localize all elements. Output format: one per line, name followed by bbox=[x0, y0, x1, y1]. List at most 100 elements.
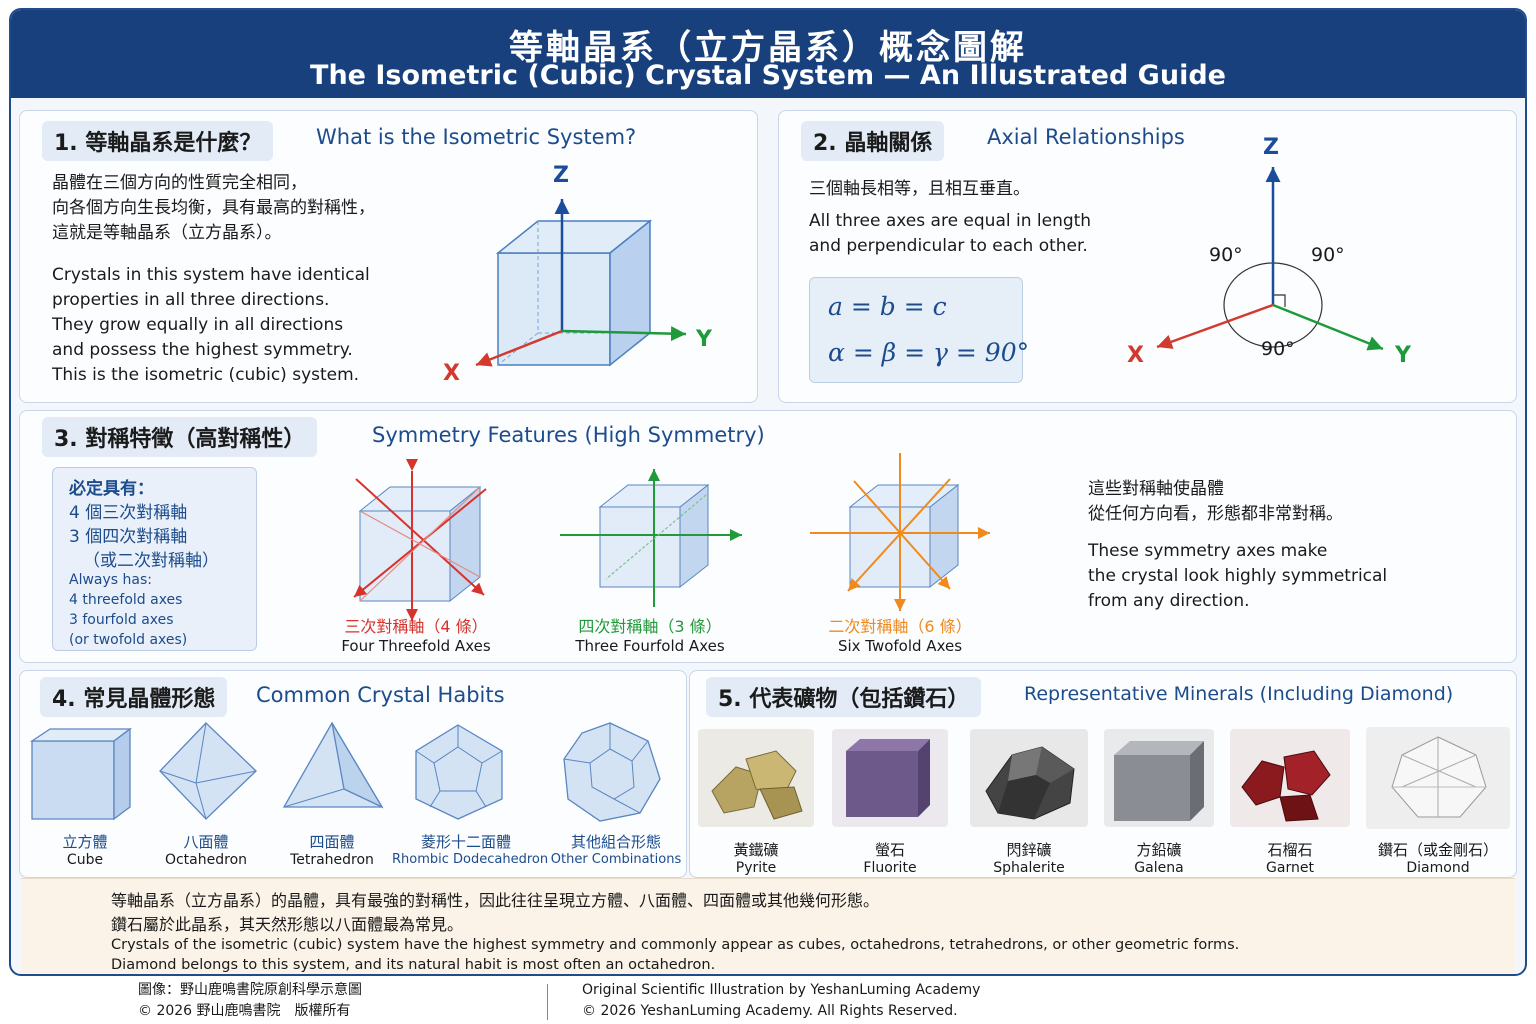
mineral-en: Pyrite bbox=[735, 860, 777, 876]
section-habits: 4. 常見晶體形態 Common Crystal Habits bbox=[19, 670, 687, 878]
section2-tag: 2. 晶軸關係 bbox=[801, 121, 945, 161]
section1-axis-y: Y bbox=[696, 327, 712, 352]
section1-tag-en: What is the Isometric System? bbox=[316, 125, 637, 149]
en-line: These symmetry axes make bbox=[1088, 541, 1328, 561]
en-line: from any direction. bbox=[1088, 591, 1250, 611]
threefold-cube-icon bbox=[353, 459, 487, 621]
always-zh-line: 4 個三次對稱軸 bbox=[69, 503, 188, 523]
mineral-garnet: 石榴石 Garnet bbox=[1230, 839, 1350, 876]
octahedron-habit-icon bbox=[159, 722, 257, 820]
angle-label-bottom: 90° bbox=[1261, 338, 1295, 360]
section2-zh-text: 三個軸長相等，且相互垂直。 bbox=[809, 179, 1030, 199]
dodecahedron-habit-icon bbox=[415, 724, 503, 820]
habit-zh: 其他組合形態 bbox=[570, 833, 661, 851]
formula-angles: α = β = γ = 90° bbox=[828, 338, 1030, 367]
habit-cube: 立方體 Cube bbox=[30, 831, 140, 868]
en-line: and possess the highest symmetry. bbox=[52, 340, 353, 360]
symmetry-note-en: These symmetry axes make the crystal loo… bbox=[1088, 539, 1387, 614]
header-banner: 等軸晶系（立方晶系）概念圖解 The Isometric (Cubic) Cry… bbox=[11, 10, 1525, 98]
section4-tag: 4. 常見晶體形態 bbox=[40, 677, 228, 717]
mineral-zh: 螢石 bbox=[874, 841, 905, 859]
footer-copyright-zh: © 2026 野山鹿鳴書院 版權所有 bbox=[138, 1003, 351, 1019]
mineral-pyrite: 黃鐵礦 Pyrite bbox=[698, 839, 814, 876]
mineral-zh: 閃鋅礦 bbox=[1006, 841, 1052, 859]
cube-axes-diagram bbox=[475, 199, 687, 367]
zh-line: 這就是等軸晶系（立方晶系）。 bbox=[52, 223, 282, 243]
mineral-fluorite: 螢石 Fluorite bbox=[832, 839, 948, 876]
zh-line: 晶體在三個方向的性質完全相同， bbox=[52, 173, 307, 193]
section2-axis-y: Y bbox=[1395, 343, 1411, 368]
habit-en: Other Combinations bbox=[550, 852, 682, 867]
combination-habit-icon bbox=[563, 722, 661, 822]
threefold-label-en: Four Threefold Axes bbox=[341, 637, 491, 655]
section3-tag: 3. 對稱特徵（高對稱性） bbox=[42, 417, 318, 457]
habit-octahedron: 八面體 Octahedron bbox=[150, 831, 262, 868]
twofold-cube-icon bbox=[810, 453, 990, 611]
footer-divider bbox=[547, 984, 548, 1020]
mineral-en: Galena bbox=[1134, 860, 1184, 876]
mineral-galena: 方鉛礦 Galena bbox=[1104, 839, 1214, 876]
footer-right: Original Scientific Illustration by Yesh… bbox=[582, 980, 980, 1022]
sphalerite-image bbox=[970, 729, 1088, 827]
section5-tag-en: Representative Minerals (Including Diamo… bbox=[1024, 683, 1454, 705]
tetrahedron-habit-icon bbox=[282, 721, 384, 809]
section2-tag-en: Axial Relationships bbox=[987, 125, 1185, 149]
garnet-image bbox=[1230, 729, 1350, 827]
mineral-photos bbox=[698, 727, 1510, 829]
en-line: and perpendicular to each other. bbox=[809, 236, 1088, 256]
habit-zh: 四面體 bbox=[309, 833, 355, 851]
always-title-zh: 必定具有： bbox=[69, 479, 154, 499]
section2-axis-x: X bbox=[1127, 343, 1144, 368]
diamond-image bbox=[1366, 727, 1510, 829]
zh-line: 向各個方向生長均衡，具有最高的對稱性， bbox=[52, 198, 375, 218]
poster-frame: 等軸晶系（立方晶系）概念圖解 The Isometric (Cubic) Cry… bbox=[9, 8, 1527, 976]
habit-tetrahedron: 四面體 Tetrahedron bbox=[276, 831, 388, 868]
section1-axis-x: X bbox=[443, 361, 460, 386]
axial-formula-box: a = b = c α = β = γ = 90° bbox=[809, 277, 1029, 383]
axial-diagram bbox=[1156, 167, 1384, 351]
always-en-line: 4 threefold axes bbox=[69, 592, 183, 608]
summary-zh-line: 等軸晶系（立方晶系）的晶體，具有最強的對稱性，因此往往呈現立方體、八面體、四面體… bbox=[111, 891, 880, 910]
habit-en: Cube bbox=[66, 852, 104, 868]
always-has-box: 必定具有： 4 個三次對稱軸 3 個四次對稱軸 （或二次對稱軸） Always … bbox=[52, 467, 257, 651]
mineral-en: Sphalerite bbox=[993, 860, 1065, 876]
footer-left: 圖像：野山鹿鳴書院原創科學示意圖 © 2026 野山鹿鳴書院 版權所有 bbox=[138, 980, 362, 1022]
footer-copyright-en: © 2026 YeshanLuming Academy. All Rights … bbox=[582, 1003, 958, 1019]
section2-axis-z: Z bbox=[1263, 135, 1279, 160]
fluorite-image bbox=[832, 729, 948, 827]
twofold-label-en: Six Twofold Axes bbox=[837, 637, 963, 655]
en-line: This is the isometric (cubic) system. bbox=[52, 365, 360, 385]
fourfold-cube-icon bbox=[560, 469, 742, 607]
twofold-label-zh: 二次對稱軸（6 條） bbox=[828, 617, 972, 636]
habit-zh: 八面體 bbox=[183, 833, 229, 851]
angle-label-right: 90° bbox=[1311, 244, 1345, 266]
section-what-is: 1. 等軸晶系是什麼？ What is the Isometric System… bbox=[19, 110, 758, 403]
always-title-en: Always has: bbox=[69, 572, 152, 588]
threefold-caption: 三次對稱軸（4 條） Four Threefold Axes bbox=[326, 613, 506, 655]
footer-credit-en: Original Scientific Illustration by Yesh… bbox=[582, 982, 981, 998]
section2-en-text: All three axes are equal in length and p… bbox=[809, 209, 1091, 259]
en-line: Crystals in this system have identical bbox=[52, 265, 370, 285]
section4-tag-en: Common Crystal Habits bbox=[256, 683, 505, 707]
title-en: The Isometric (Cubic) Crystal System — A… bbox=[310, 60, 1226, 91]
pyrite-image bbox=[698, 729, 814, 827]
twofold-caption: 二次對稱軸（6 條） Six Twofold Axes bbox=[810, 613, 990, 655]
symmetry-note-zh: 這些對稱軸使晶體 從任何方向看，形態都非常對稱。 bbox=[1088, 477, 1343, 527]
threefold-label-zh: 三次對稱軸（4 條） bbox=[344, 617, 488, 636]
en-line: the crystal look highly symmetrical bbox=[1088, 566, 1388, 586]
summary-banner: 等軸晶系（立方晶系）的晶體，具有最強的對稱性，因此往往呈現立方體、八面體、四面體… bbox=[21, 878, 1515, 974]
always-zh-line: （或二次對稱軸） bbox=[83, 551, 219, 571]
mineral-en: Fluorite bbox=[863, 860, 917, 876]
habit-zh: 菱形十二面體 bbox=[420, 833, 511, 851]
mineral-diamond: 鑽石（或金剛石） Diamond bbox=[1366, 839, 1510, 876]
summary-zh-line: 鑽石屬於此晶系，其天然形態以八面體最為常見。 bbox=[111, 915, 464, 934]
fourfold-caption: 四次對稱軸（3 條） Three Fourfold Axes bbox=[560, 613, 740, 655]
summary-en-line: Crystals of the isometric (cubic) system… bbox=[111, 937, 1240, 953]
en-line: They grow equally in all directions bbox=[52, 315, 344, 335]
habit-dodecahedron: 菱形十二面體 Rhombic Dodecahedron bbox=[392, 831, 549, 867]
habit-en: Rhombic Dodecahedron bbox=[392, 852, 549, 867]
section1-zh-text: 晶體在三個方向的性質完全相同， 向各個方向生長均衡，具有最高的對稱性， 這就是等… bbox=[52, 171, 375, 246]
mineral-sphalerite: 閃鋅礦 Sphalerite bbox=[970, 839, 1088, 876]
fourfold-label-en: Three Fourfold Axes bbox=[575, 637, 725, 655]
zh-line: 從任何方向看，形態都非常對稱。 bbox=[1088, 504, 1343, 524]
